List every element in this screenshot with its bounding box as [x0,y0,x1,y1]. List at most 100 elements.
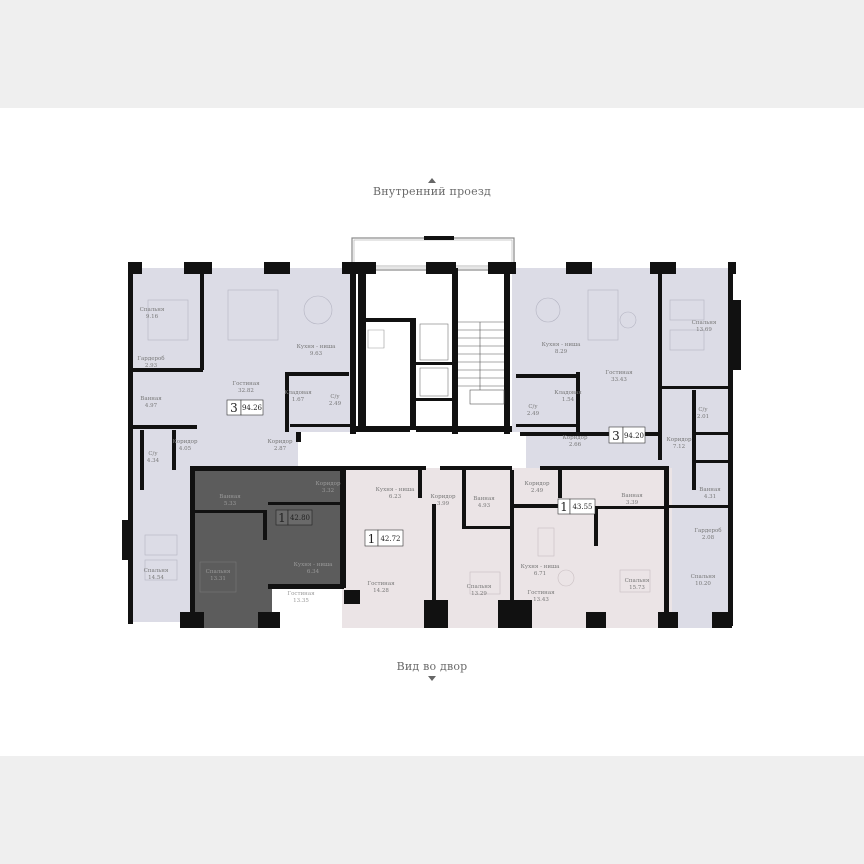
svg-text:94.26: 94.26 [242,404,263,412]
svg-text:94.20: 94.20 [624,432,644,440]
apartment-1room-middle-labels: Кухня - ниша 6.23 Коридор 3.99 Ванная 4.… [367,487,495,597]
apartment-1room-right-labels: Коридор 2.49 Ванная 3.39 Кухня - ниша 6.… [521,481,650,603]
svg-text:С/у: С/у [528,404,538,410]
svg-text:Ванная: Ванная [699,487,721,493]
svg-text:1.67: 1.67 [292,397,305,403]
svg-text:4.34: 4.34 [147,458,160,464]
apartment-1room-selected[interactable] [192,468,342,628]
svg-text:14.54: 14.54 [148,575,164,581]
apartment-right-3room-badge[interactable]: 3 94.20 [608,426,646,444]
svg-text:Гостиная: Гостиная [527,590,555,596]
svg-text:2.01: 2.01 [697,414,709,420]
svg-text:С/у: С/у [330,394,340,400]
apartment-right-3room[interactable] [512,268,732,628]
svg-text:13.69: 13.69 [696,327,712,333]
svg-text:Кухня - ниша: Кухня - ниша [521,564,561,570]
svg-text:Спальня: Спальня [625,578,650,584]
svg-text:Гостиная: Гостиная [287,591,315,597]
svg-text:1: 1 [278,511,286,525]
svg-text:Коридор: Коридор [316,481,341,487]
svg-text:Ванная: Ванная [219,494,241,500]
stair-elevator-core [352,268,512,434]
walls [122,262,741,628]
apartment-1room-middle[interactable] [342,468,512,628]
svg-text:6.71: 6.71 [534,571,546,577]
svg-text:Ванная: Ванная [140,396,162,402]
svg-text:10.20: 10.20 [695,581,711,587]
apartment-1room-right-badge[interactable]: 1 43.55 [557,498,596,515]
svg-text:13.35: 13.35 [293,598,309,604]
svg-text:Кладовая: Кладовая [554,390,582,396]
svg-text:2.49: 2.49 [527,411,540,417]
svg-text:4.05: 4.05 [179,446,192,452]
svg-text:Коридор: Коридор [563,435,588,441]
svg-text:1.54: 1.54 [562,397,575,403]
apartment-1room-middle-badge[interactable]: 1 42.72 [364,529,404,547]
svg-text:2.49: 2.49 [531,488,544,494]
svg-text:6.34: 6.34 [307,569,320,575]
top-orientation-label: Внутренний проезд [0,178,864,198]
svg-text:Кухня - ниша: Кухня - ниша [297,344,337,350]
svg-text:13.29: 13.29 [471,591,487,597]
svg-text:15.73: 15.73 [629,585,645,591]
svg-text:4.31: 4.31 [704,494,716,500]
svg-text:14.28: 14.28 [373,588,389,594]
svg-text:Ванная: Ванная [473,496,495,502]
apartment-left-3room-badge[interactable]: 3 94.26 [226,399,264,416]
staircase [367,321,505,405]
svg-text:Гостиная: Гостиная [367,581,395,587]
apartment-1room-selected-labels: Ванная 5.33 Коридор 3.32 Спальня 13.31 К… [206,481,341,604]
svg-text:Спальня: Спальня [692,320,717,326]
apartment-left-3room[interactable] [130,268,352,622]
svg-text:1: 1 [368,532,376,546]
svg-text:5.33: 5.33 [224,501,237,507]
svg-text:2.93: 2.93 [145,363,158,369]
svg-text:1: 1 [560,500,568,514]
svg-text:33.43: 33.43 [611,377,627,383]
svg-text:Коридор: Коридор [431,494,456,500]
svg-text:2.66: 2.66 [569,442,582,448]
svg-text:3.39: 3.39 [626,500,639,506]
svg-text:С/у: С/у [148,451,158,457]
svg-text:2.49: 2.49 [329,401,342,407]
svg-text:Спальня: Спальня [144,568,169,574]
apartment-1room-selected-badge[interactable]: 1 42.80 [275,509,313,526]
svg-text:С/у: С/у [698,407,708,413]
svg-text:8.29: 8.29 [555,349,568,355]
svg-text:3.99: 3.99 [437,501,450,507]
svg-text:Кухня - ниша: Кухня - ниша [294,562,334,568]
svg-text:13.31: 13.31 [210,576,226,582]
svg-text:Коридор: Коридор [525,481,550,487]
svg-text:Спальня: Спальня [467,584,492,590]
svg-text:42.80: 42.80 [290,514,310,522]
bottom-orientation-label: Вид во двор [0,660,864,681]
arrow-down-icon [428,676,436,681]
apartment-right-3room-labels: Кухня - ниша 8.29 Гостиная 33.43 Спальня… [527,320,722,587]
svg-text:Кладовая: Кладовая [284,390,312,396]
svg-text:Спальня: Спальня [140,307,165,313]
svg-text:Гостиная: Гостиная [232,381,260,387]
arrow-up-icon [428,178,436,183]
svg-text:Гардероб: Гардероб [137,355,165,362]
svg-text:Коридор: Коридор [667,437,692,443]
svg-text:4.97: 4.97 [145,403,158,409]
svg-text:3: 3 [230,401,238,415]
svg-text:Коридор: Коридор [173,439,198,445]
svg-text:Гардероб: Гардероб [694,527,722,534]
svg-text:2.08: 2.08 [702,535,715,541]
svg-text:4.93: 4.93 [478,503,491,509]
svg-text:42.72: 42.72 [380,535,400,543]
svg-text:Спальня: Спальня [206,569,231,575]
svg-text:Коридор: Коридор [268,439,293,445]
svg-text:3: 3 [612,429,620,443]
svg-text:6.23: 6.23 [389,494,402,500]
svg-text:Кухня - ниша: Кухня - ниша [376,487,416,493]
svg-text:Ванная: Ванная [621,493,643,499]
svg-text:2.87: 2.87 [274,446,287,452]
apartment-left-3room-labels: Спальня 9.16 Гардероб 2.93 Ванная 4.97 Г… [137,307,341,581]
svg-text:9.63: 9.63 [310,351,323,357]
svg-text:13.43: 13.43 [533,597,549,603]
svg-text:32.82: 32.82 [238,388,254,394]
svg-text:3.32: 3.32 [322,488,334,494]
